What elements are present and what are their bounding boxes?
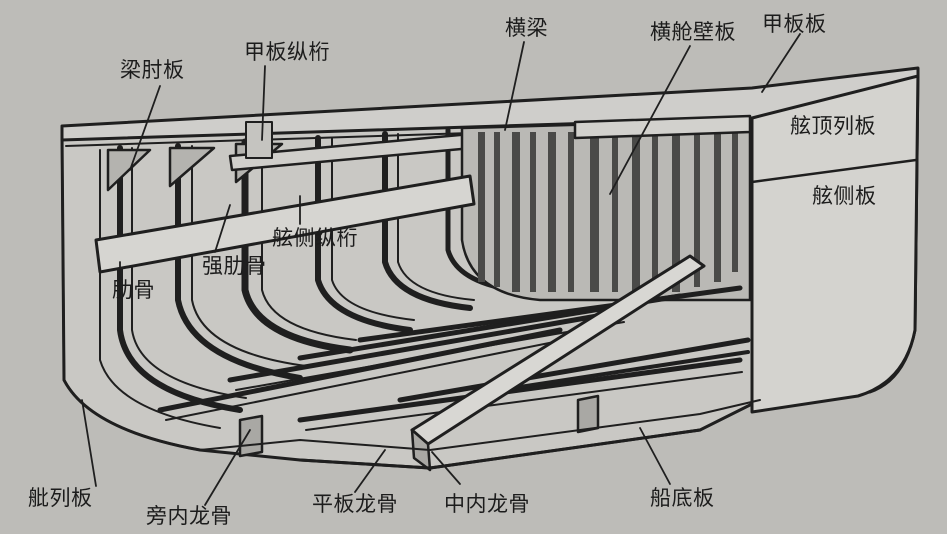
label-sheer-strake: 舷顶列板 <box>790 114 876 138</box>
label-side-stringer: 舷侧纵桁 <box>272 226 358 250</box>
label-side-keelson: 旁内龙骨 <box>146 504 232 528</box>
bilge-strake <box>60 138 202 452</box>
label-transverse-bulkhead: 横舱壁板 <box>650 20 736 44</box>
bulkhead-stiffeners <box>478 132 738 292</box>
label-web-frame: 强肋骨 <box>202 254 267 278</box>
label-deck-girder: 甲板纵桁 <box>244 40 330 64</box>
sheer-strake-seam <box>750 158 918 184</box>
bottom-plate-seam <box>199 399 761 451</box>
label-bilge-strake: 舭列板 <box>28 486 93 510</box>
label-bottom-plate: 船底板 <box>650 486 715 510</box>
leader-lines <box>81 33 801 506</box>
label-flat-keel: 平板龙骨 <box>312 492 398 516</box>
transverse-bulkhead <box>460 118 752 302</box>
flat-keel <box>298 428 702 470</box>
label-bracket: 梁肘板 <box>120 58 185 82</box>
label-deck-plate: 甲板板 <box>762 12 827 36</box>
side-stringer <box>94 174 476 274</box>
label-frame: 肋骨 <box>112 278 155 302</box>
deck-beam <box>573 114 752 140</box>
label-deck-beam: 横梁 <box>505 16 548 40</box>
label-side-shell: 舷侧板 <box>812 184 877 208</box>
deck-girder-web <box>245 121 273 159</box>
side-shell-panel <box>750 68 920 414</box>
bilge-inner-edge <box>99 149 221 429</box>
label-center-keelson: 中内龙骨 <box>444 492 530 516</box>
